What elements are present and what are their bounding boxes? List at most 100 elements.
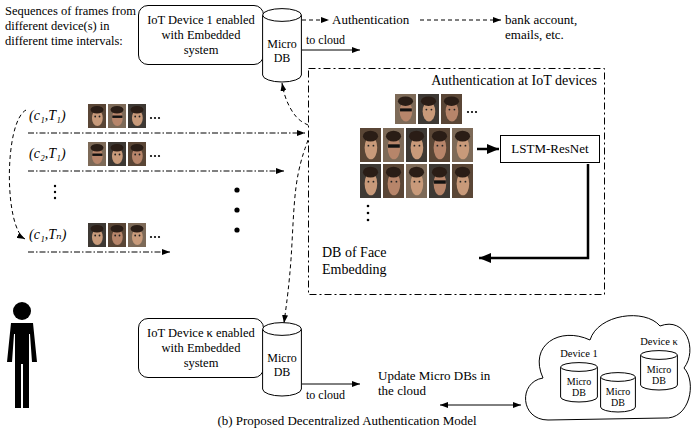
device-box: IoT Device κ enabled with Embedded syste… <box>138 318 264 378</box>
face-eye <box>454 109 456 111</box>
arrow-line <box>302 384 360 385</box>
face-hair <box>363 131 378 142</box>
node-text: Micro DB <box>263 38 301 64</box>
face-eye <box>419 145 421 147</box>
face-hair <box>131 144 144 152</box>
cylinder-body <box>263 329 302 396</box>
arrow-line <box>302 20 329 21</box>
face-frame <box>406 128 427 162</box>
face-frame <box>108 223 126 247</box>
sync-arrow <box>282 83 308 125</box>
face-eye <box>134 116 136 118</box>
face-image <box>128 142 146 166</box>
face-image <box>441 94 462 124</box>
face-eye <box>465 181 467 183</box>
face-image <box>429 164 450 198</box>
face-hair <box>398 96 413 106</box>
face-frame <box>88 223 106 247</box>
device-box: IoT Device 1 enabled with Embedded syste… <box>138 5 264 65</box>
ellipsis-dot <box>367 212 370 215</box>
arrow-line <box>479 164 588 258</box>
face-eye <box>134 235 136 237</box>
face-frame <box>452 164 473 198</box>
sunglasses <box>434 180 446 183</box>
sunglasses <box>388 144 400 147</box>
node-text: IoT Device κ enabled with Embedded syste… <box>145 326 257 371</box>
database-cylinder: Device κMicro DB <box>640 350 678 390</box>
face-image <box>108 223 126 247</box>
face-eye <box>99 116 101 118</box>
face-hair <box>111 106 124 114</box>
face-hair <box>386 167 401 178</box>
face-eye <box>442 145 444 147</box>
arrow-line <box>28 171 284 172</box>
flow-label: to cloud <box>306 33 345 47</box>
ellipsis-dot <box>54 191 56 193</box>
node-text: Authentication at IoT devices <box>316 73 597 90</box>
face-hair <box>455 167 470 178</box>
face-frame <box>360 128 381 162</box>
face-hair <box>131 106 144 114</box>
loop-arrow <box>9 110 26 239</box>
cylinder-body <box>263 15 302 82</box>
database-cylinder: Micro DB <box>262 8 302 82</box>
arrow-line <box>420 20 501 21</box>
face-frame <box>452 128 473 162</box>
face-hair <box>91 144 104 152</box>
face-hair <box>131 225 144 233</box>
sequence-id: (c₁,Tₙ) <box>29 227 66 244</box>
face-frame <box>88 104 106 128</box>
face-hair <box>455 131 470 142</box>
face-eye <box>134 154 136 156</box>
sequence-id: (c₁,T₁) <box>29 108 66 125</box>
face-image <box>108 142 126 166</box>
face-eye <box>437 145 439 147</box>
region-border <box>309 69 605 295</box>
storage-label: DB of Face Embedding <box>322 245 440 278</box>
face-image <box>429 128 450 162</box>
face-image <box>395 94 416 124</box>
face-frame <box>128 104 146 128</box>
ellipsis-dot <box>158 155 160 157</box>
face-eye <box>139 154 141 156</box>
face-frame <box>108 142 126 166</box>
face-eye <box>119 154 121 156</box>
node-text: Micro DB <box>561 376 597 398</box>
face-eye <box>373 181 375 183</box>
face-image <box>360 164 381 198</box>
face-eye <box>139 116 141 118</box>
sync-arrow <box>284 140 308 323</box>
node-text: Micro DB <box>601 386 635 408</box>
illustration <box>7 20 690 420</box>
face-eye <box>449 109 451 111</box>
ellipsis-dot <box>150 236 152 238</box>
face-image <box>88 223 106 247</box>
face-frame <box>128 223 146 247</box>
face-hair <box>386 131 401 142</box>
ellipsis-dot <box>367 205 370 208</box>
ellipsis-dot <box>367 219 370 222</box>
region-outline <box>308 68 605 295</box>
face-image <box>108 104 126 128</box>
model-box: LSTM-ResNet <box>500 135 600 163</box>
arrow-line <box>28 252 170 253</box>
face-eye <box>94 235 96 237</box>
face-hair <box>409 131 424 142</box>
face-image <box>406 164 427 198</box>
cylinder-body <box>601 377 636 412</box>
face-frame <box>418 94 439 124</box>
face-eye <box>368 181 370 183</box>
face-eye <box>460 181 462 183</box>
ellipsis-dot <box>158 117 160 119</box>
ellipsis-dot <box>471 111 473 113</box>
face-eye <box>119 235 121 237</box>
node-text: IoT Device 1 enabled with Embedded syste… <box>145 13 257 58</box>
face-eye <box>414 181 416 183</box>
ellipsis-dot <box>234 207 239 212</box>
face-eye <box>99 235 101 237</box>
face-image <box>88 142 106 166</box>
face-frame <box>429 164 450 198</box>
ellipsis-dot <box>154 236 156 238</box>
face-hair <box>91 225 104 233</box>
